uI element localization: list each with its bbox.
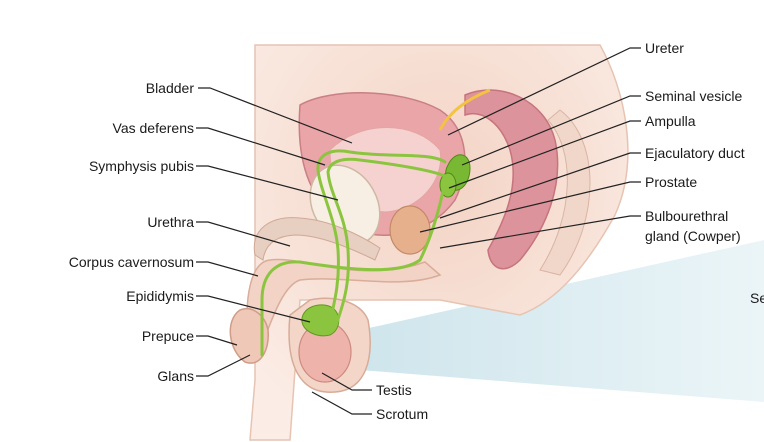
label-bladder: Bladder	[146, 80, 195, 96]
leader-glans	[196, 354, 251, 377]
label-testis: Testis	[376, 382, 412, 398]
prostate	[389, 205, 431, 255]
sacrum	[539, 109, 591, 276]
leader-vas-deferens	[196, 127, 326, 166]
leader-urethra	[196, 221, 291, 247]
label-cut-off: Se	[750, 290, 764, 306]
leader-testis	[321, 372, 372, 391]
glans	[229, 308, 269, 364]
ureter	[438, 88, 491, 131]
leader-symphysis	[196, 165, 339, 201]
label-ampulla: Ampulla	[645, 113, 696, 129]
leader-epididymis	[196, 295, 311, 323]
label-epididymis: Epididymis	[126, 288, 194, 304]
label-bulbourethral-line1: Bulbourethral	[645, 208, 728, 224]
corpus-cavernosum	[253, 217, 381, 261]
label-vas-deferens: Vas deferens	[113, 120, 194, 136]
callout-panel	[360, 240, 764, 402]
leader-bulbourethral	[439, 215, 641, 249]
leader-corpus	[196, 261, 259, 277]
label-seminal-vesicle: Seminal vesicle	[645, 88, 742, 104]
label-ejaculatory-duct: Ejaculatory duct	[645, 145, 745, 161]
leader-ejaculatory-duct	[439, 152, 641, 219]
label-scrotum: Scrotum	[376, 406, 428, 422]
label-prostate: Prostate	[645, 174, 697, 190]
leader-prostate	[419, 181, 641, 233]
leader-ampulla	[448, 120, 641, 189]
label-prepuce: Prepuce	[142, 328, 194, 344]
epididymis	[301, 304, 340, 337]
leader-bladder	[198, 87, 353, 144]
label-symphysis-pubis: Symphysis pubis	[89, 158, 194, 174]
label-ureter: Ureter	[645, 40, 684, 56]
label-glans: Glans	[157, 368, 194, 384]
leader-lines	[196, 47, 641, 415]
leader-ureter	[447, 47, 641, 136]
leader-prepuce	[196, 335, 238, 346]
label-bulbourethral-line2: gland (Cowper)	[645, 228, 741, 244]
leader-scrotum	[311, 391, 372, 415]
leader-seminal-vesicle	[461, 95, 641, 166]
reproductive-ducts	[260, 149, 447, 357]
label-urethra: Urethra	[147, 214, 194, 230]
label-corpus-cavernosum: Corpus cavernosum	[69, 254, 194, 270]
